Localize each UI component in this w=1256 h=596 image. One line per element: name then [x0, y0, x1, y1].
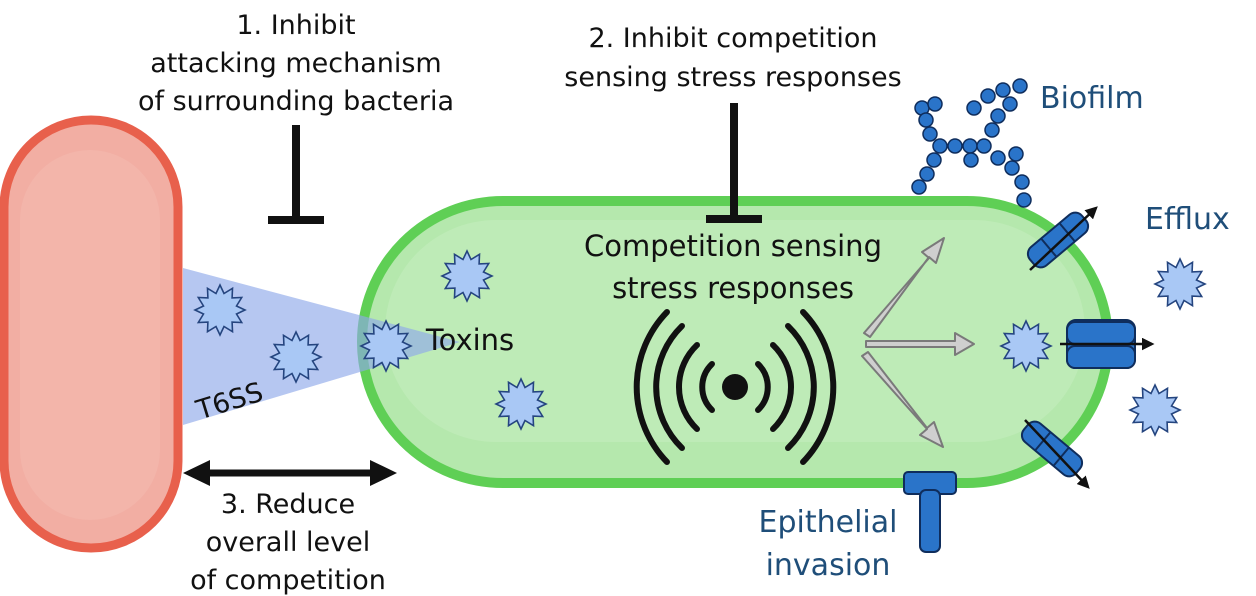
core-label: Competition sensing stress responses [584, 229, 882, 305]
competition-distance-arrow [183, 460, 397, 486]
invasion-label: Epithelial invasion [759, 505, 898, 583]
step1-line3: of surrounding bacteria [138, 86, 454, 117]
step1-line2: attacking mechanism [150, 48, 441, 79]
biofilm-icon [911, 78, 1032, 208]
inhibit-bar-1 [268, 125, 324, 224]
toxin-icon [1129, 384, 1181, 436]
toxin-icon [1154, 258, 1206, 310]
core-line1: Competition sensing [584, 229, 882, 263]
toxins-label: Toxins [425, 323, 514, 357]
receptor-icon [903, 471, 957, 553]
step2-label: 2. Inhibit competition sensing stress re… [564, 23, 901, 93]
core-line2: stress responses [612, 271, 854, 305]
efflux-label: Efflux [1145, 202, 1230, 237]
inhibit-bar-2 [706, 103, 762, 223]
invasion-line2: invasion [766, 548, 891, 583]
step3-line2: overall level [206, 527, 371, 558]
step3-line1: 3. Reduce [221, 489, 355, 520]
step3-label: 3. Reduce overall level of competition [190, 489, 386, 596]
step2-line2: sensing stress responses [564, 62, 901, 93]
step3-line3: of competition [190, 565, 386, 596]
invasion-line1: Epithelial [759, 505, 898, 540]
t6ss-cone [183, 268, 460, 425]
signal-icon [633, 309, 837, 465]
step2-line1: 2. Inhibit competition [588, 23, 877, 54]
response-arrows [861, 237, 975, 448]
biofilm-label: Biofilm [1040, 81, 1144, 116]
step1-label: 1. Inhibit attacking mechanism of surrou… [138, 10, 454, 117]
attacking-bacterium [0, 115, 183, 553]
step1-line1: 1. Inhibit [236, 10, 355, 41]
